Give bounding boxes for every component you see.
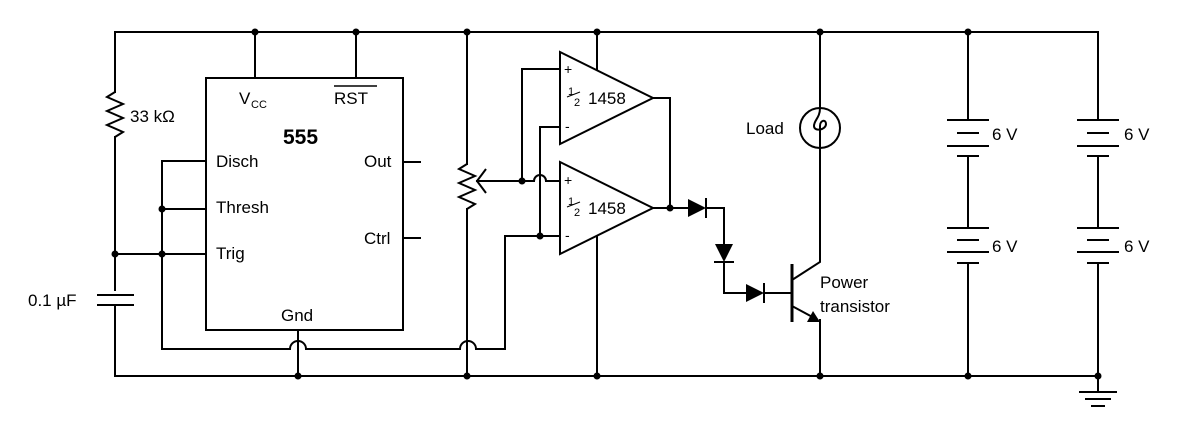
opamp-lower-plus: + (564, 172, 572, 188)
timer-thresh-label: Thresh (216, 198, 269, 217)
opamp-upper-fraction-num: 1 (568, 86, 574, 98)
transistor-label-line1: Power (820, 273, 869, 292)
battery-label-3: 6 V (1124, 125, 1150, 144)
timer-ctrl-label: Ctrl (364, 229, 390, 248)
diode-2 (714, 244, 747, 294)
opamp-upper-minus: - (565, 118, 570, 134)
opamp-upper: + - 1 2 1458 (559, 31, 656, 146)
timer-trig-label: Trig (216, 244, 245, 263)
timer-rst-label: RST (334, 89, 368, 108)
opamp-lower: + - 1 2 1458 (559, 160, 656, 377)
battery-stack-right: 6 V 6 V (1077, 31, 1150, 377)
capacitor-label: 0.1 µF (28, 291, 77, 310)
timer-out-label: Out (364, 152, 392, 171)
timer-vcc-subscript: CC (251, 99, 267, 111)
battery-label-1: 6 V (992, 125, 1018, 144)
timing-resistor: 33 kΩ (104, 31, 175, 291)
transistor-label-line2: transistor (820, 297, 890, 316)
battery-stack-left: 6 V 6 V (947, 31, 1018, 377)
timer-gnd-label: Gnd (281, 306, 313, 325)
ground-symbol (1079, 375, 1117, 407)
timer-title: 555 (283, 126, 318, 149)
opamp-upper-fraction-den: 2 (574, 97, 580, 109)
load-label: Load (746, 119, 784, 138)
opamp-input-wiring (521, 68, 561, 237)
load-lamp: Load (746, 31, 841, 149)
opamp-lower-fraction-num: 1 (568, 196, 574, 208)
opamp-lower-minus: - (565, 227, 570, 243)
timer-disch-label: Disch (216, 152, 259, 171)
timing-capacitor: 0.1 µF (28, 291, 134, 377)
opamp-upper-plus: + (564, 61, 572, 77)
battery-label-2: 6 V (992, 237, 1018, 256)
diode-3 (746, 283, 793, 303)
battery-label-4: 6 V (1124, 237, 1150, 256)
power-transistor: Power transistor (790, 148, 890, 377)
threshold-potentiometer (456, 31, 523, 377)
diode-1 (688, 198, 725, 245)
resistor-label: 33 kΩ (130, 107, 175, 126)
opamp-output-wiring (652, 97, 689, 209)
timer-vcc-label: V (239, 89, 251, 108)
opamp-lower-fraction-den: 2 (574, 207, 580, 219)
junction-dots (111, 28, 1102, 380)
opamp-lower-label: 1458 (588, 199, 626, 218)
opamp-upper-label: 1458 (588, 89, 626, 108)
timer-555-chip: 555 V CC RST Disch Thresh Trig Gnd Out C… (205, 31, 421, 377)
